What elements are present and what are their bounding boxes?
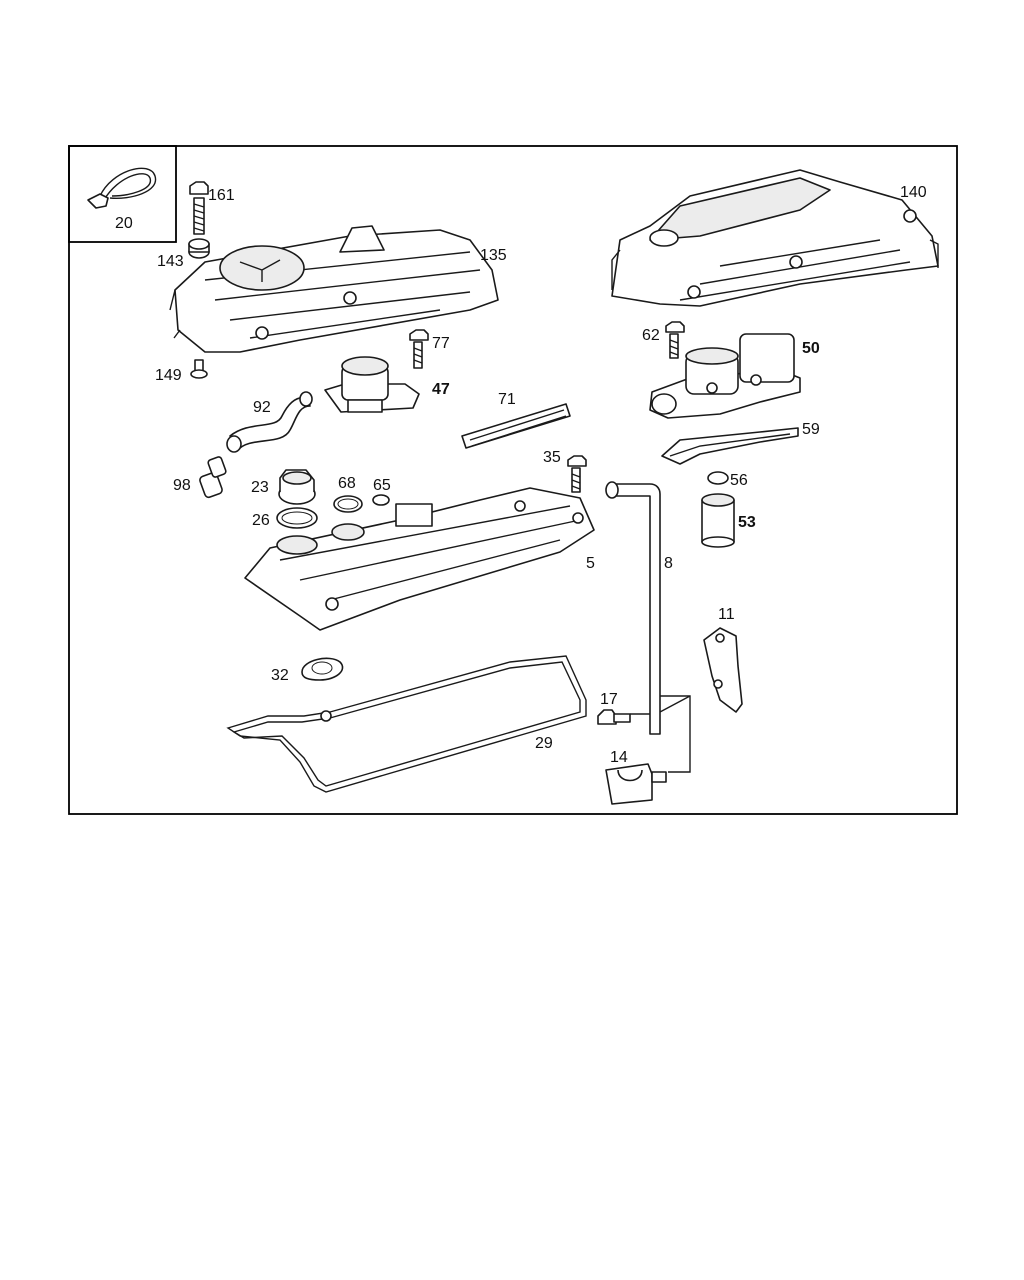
bolt-17-part[interactable] <box>597 709 631 725</box>
bolt-161-part[interactable] <box>189 181 209 235</box>
label-149: 149 <box>155 367 182 384</box>
label-71: 71 <box>498 391 516 408</box>
cap-23-part[interactable] <box>278 469 316 505</box>
seal-68-part[interactable] <box>333 495 363 513</box>
label-50: 50 <box>802 340 820 357</box>
label-32: 32 <box>271 667 289 684</box>
label-68: 68 <box>338 475 356 492</box>
label-161: 161 <box>208 187 235 204</box>
sleeve-53-part[interactable] <box>701 493 735 548</box>
label-62: 62 <box>642 327 660 344</box>
label-26: 26 <box>252 512 270 529</box>
seal-65-part[interactable] <box>372 494 390 506</box>
label-135: 135 <box>480 247 507 264</box>
label-47: 47 <box>432 381 450 398</box>
label-92: 92 <box>253 399 271 416</box>
label-35: 35 <box>543 449 561 466</box>
label-77: 77 <box>432 335 450 352</box>
label-65: 65 <box>373 477 391 494</box>
label-59: 59 <box>802 421 820 438</box>
engine-cover-135-part[interactable] <box>169 225 499 353</box>
module-50-part[interactable] <box>649 333 801 419</box>
bolt-77-part[interactable] <box>409 329 429 369</box>
ring-26-part[interactable] <box>276 507 318 529</box>
label-20: 20 <box>115 215 133 232</box>
grommet-143-part[interactable] <box>188 238 210 259</box>
clamp-14-part[interactable] <box>605 763 667 805</box>
bracket-11-part[interactable] <box>703 627 743 713</box>
pipe-8-part[interactable] <box>605 481 661 735</box>
hose-92-part[interactable] <box>226 391 313 453</box>
label-8: 8 <box>664 555 673 572</box>
label-14: 14 <box>610 749 628 766</box>
bolt-149-part[interactable] <box>190 359 208 379</box>
gasket-29-part[interactable] <box>226 655 587 793</box>
label-17: 17 <box>600 691 618 708</box>
label-5: 5 <box>586 555 595 572</box>
label-53: 53 <box>738 514 756 531</box>
rail-71-part[interactable] <box>461 403 571 449</box>
diagram-frame <box>68 145 958 815</box>
label-29: 29 <box>535 735 553 752</box>
connector-98-part[interactable] <box>199 456 227 499</box>
cylinder-head-cover-5-part[interactable] <box>244 487 595 631</box>
seal-32-part[interactable] <box>301 657 344 681</box>
oring-56-part[interactable] <box>707 471 729 485</box>
label-140: 140 <box>900 184 927 201</box>
label-11: 11 <box>718 606 735 623</box>
bolt-62-part[interactable] <box>665 321 685 359</box>
inset-box <box>68 145 177 243</box>
label-143: 143 <box>157 253 184 270</box>
label-98: 98 <box>173 477 191 494</box>
valve-47-part[interactable] <box>324 356 420 413</box>
gasket-59-part[interactable] <box>661 427 799 465</box>
bolt-35-part[interactable] <box>567 455 587 493</box>
label-23: 23 <box>251 479 269 496</box>
engine-cover-140-part[interactable] <box>611 169 939 307</box>
cable-tie-part[interactable] <box>87 167 157 209</box>
label-56: 56 <box>730 472 748 489</box>
